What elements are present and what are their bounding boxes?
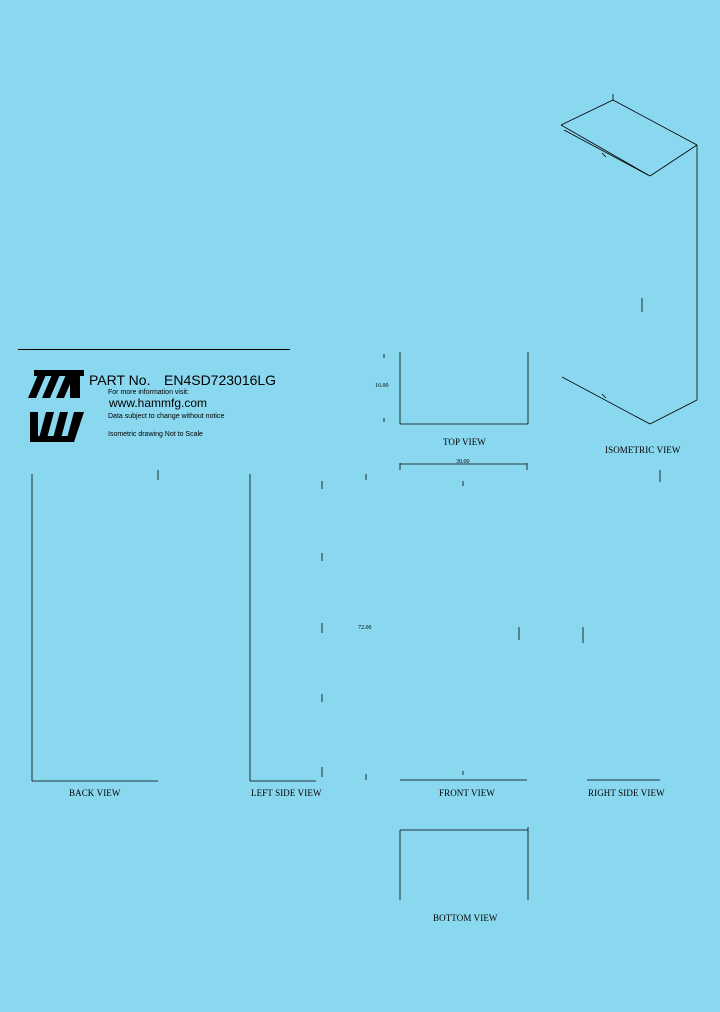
width-dimension: 30.00: [456, 459, 470, 465]
front-view: [321, 463, 584, 781]
bottom-view-label: BOTTOM VIEW: [433, 913, 498, 923]
isometric-view-label: ISOMETRIC VIEW: [605, 445, 681, 455]
front-view-label: FRONT VIEW: [439, 788, 495, 798]
top-view-label: TOP VIEW: [443, 437, 486, 447]
bottom-view: [399, 827, 529, 900]
website-link[interactable]: www.hammfg.com: [109, 396, 208, 410]
isometric-view: [560, 94, 698, 425]
left-side-view-label: LEFT SIDE VIEW: [251, 788, 322, 798]
right-side-view-label: RIGHT SIDE VIEW: [588, 788, 665, 798]
back-view: [31, 470, 159, 782]
back-view-label: BACK VIEW: [69, 788, 121, 798]
title-block-rule: [18, 349, 290, 350]
scale-note: Isometric drawing Not to Scale: [108, 431, 203, 438]
depth-dimension: 16.00: [375, 383, 389, 389]
top-view: [383, 352, 529, 425]
info-line: For more information visit:: [108, 389, 189, 396]
part-number: EN4SD723016LG: [164, 372, 277, 388]
part-label: PART No.: [89, 372, 151, 388]
disclaimer-text: Data subject to change without notice: [108, 413, 225, 420]
right-side-view: [587, 470, 661, 781]
hammond-logo-icon: [28, 370, 84, 442]
left-side-view: [249, 474, 316, 782]
height-dimension: 72.00: [358, 625, 372, 631]
